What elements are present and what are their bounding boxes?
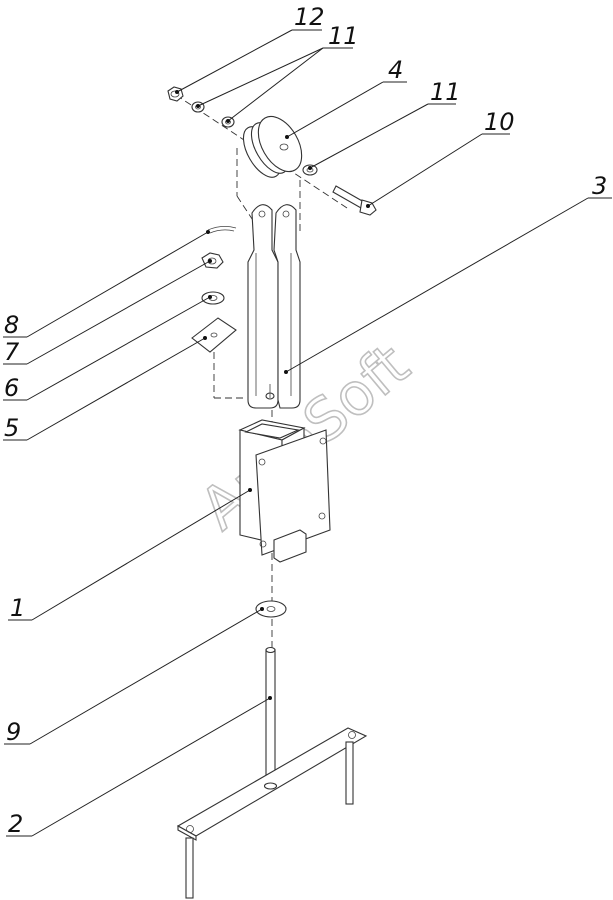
washer-part-9 [255, 600, 287, 618]
cotter-pin-part-8 [207, 226, 237, 234]
callout-11-top: 11 [328, 22, 359, 50]
callout-labels: 12 11 4 11 10 3 8 7 6 5 1 9 2 [4, 3, 607, 838]
leader-dots [175, 90, 370, 700]
bolt-part-10 [332, 185, 377, 216]
hanger-arm-part-3 [247, 204, 301, 409]
callout-4: 4 [388, 56, 403, 84]
bracket-housing-part-1 [238, 419, 331, 563]
castle-nut-part-7 [201, 252, 224, 269]
pulley-part-4 [242, 115, 303, 178]
washer-part-6 [201, 291, 225, 305]
nut-part-12 [167, 86, 184, 102]
callout-7: 7 [4, 338, 20, 366]
callout-1: 1 [10, 594, 25, 622]
callout-10: 10 [484, 108, 515, 136]
plate-part-5 [191, 317, 237, 353]
base-stand-part-2 [176, 646, 368, 899]
callout-8: 8 [4, 311, 19, 339]
leader-lines [3, 29, 612, 837]
callout-12: 12 [294, 3, 325, 31]
callout-3: 3 [592, 172, 607, 200]
callout-11-right: 11 [430, 78, 461, 106]
callout-6: 6 [4, 374, 19, 402]
callout-5: 5 [4, 414, 19, 442]
callout-9: 9 [6, 718, 21, 746]
callout-2: 2 [8, 810, 23, 838]
